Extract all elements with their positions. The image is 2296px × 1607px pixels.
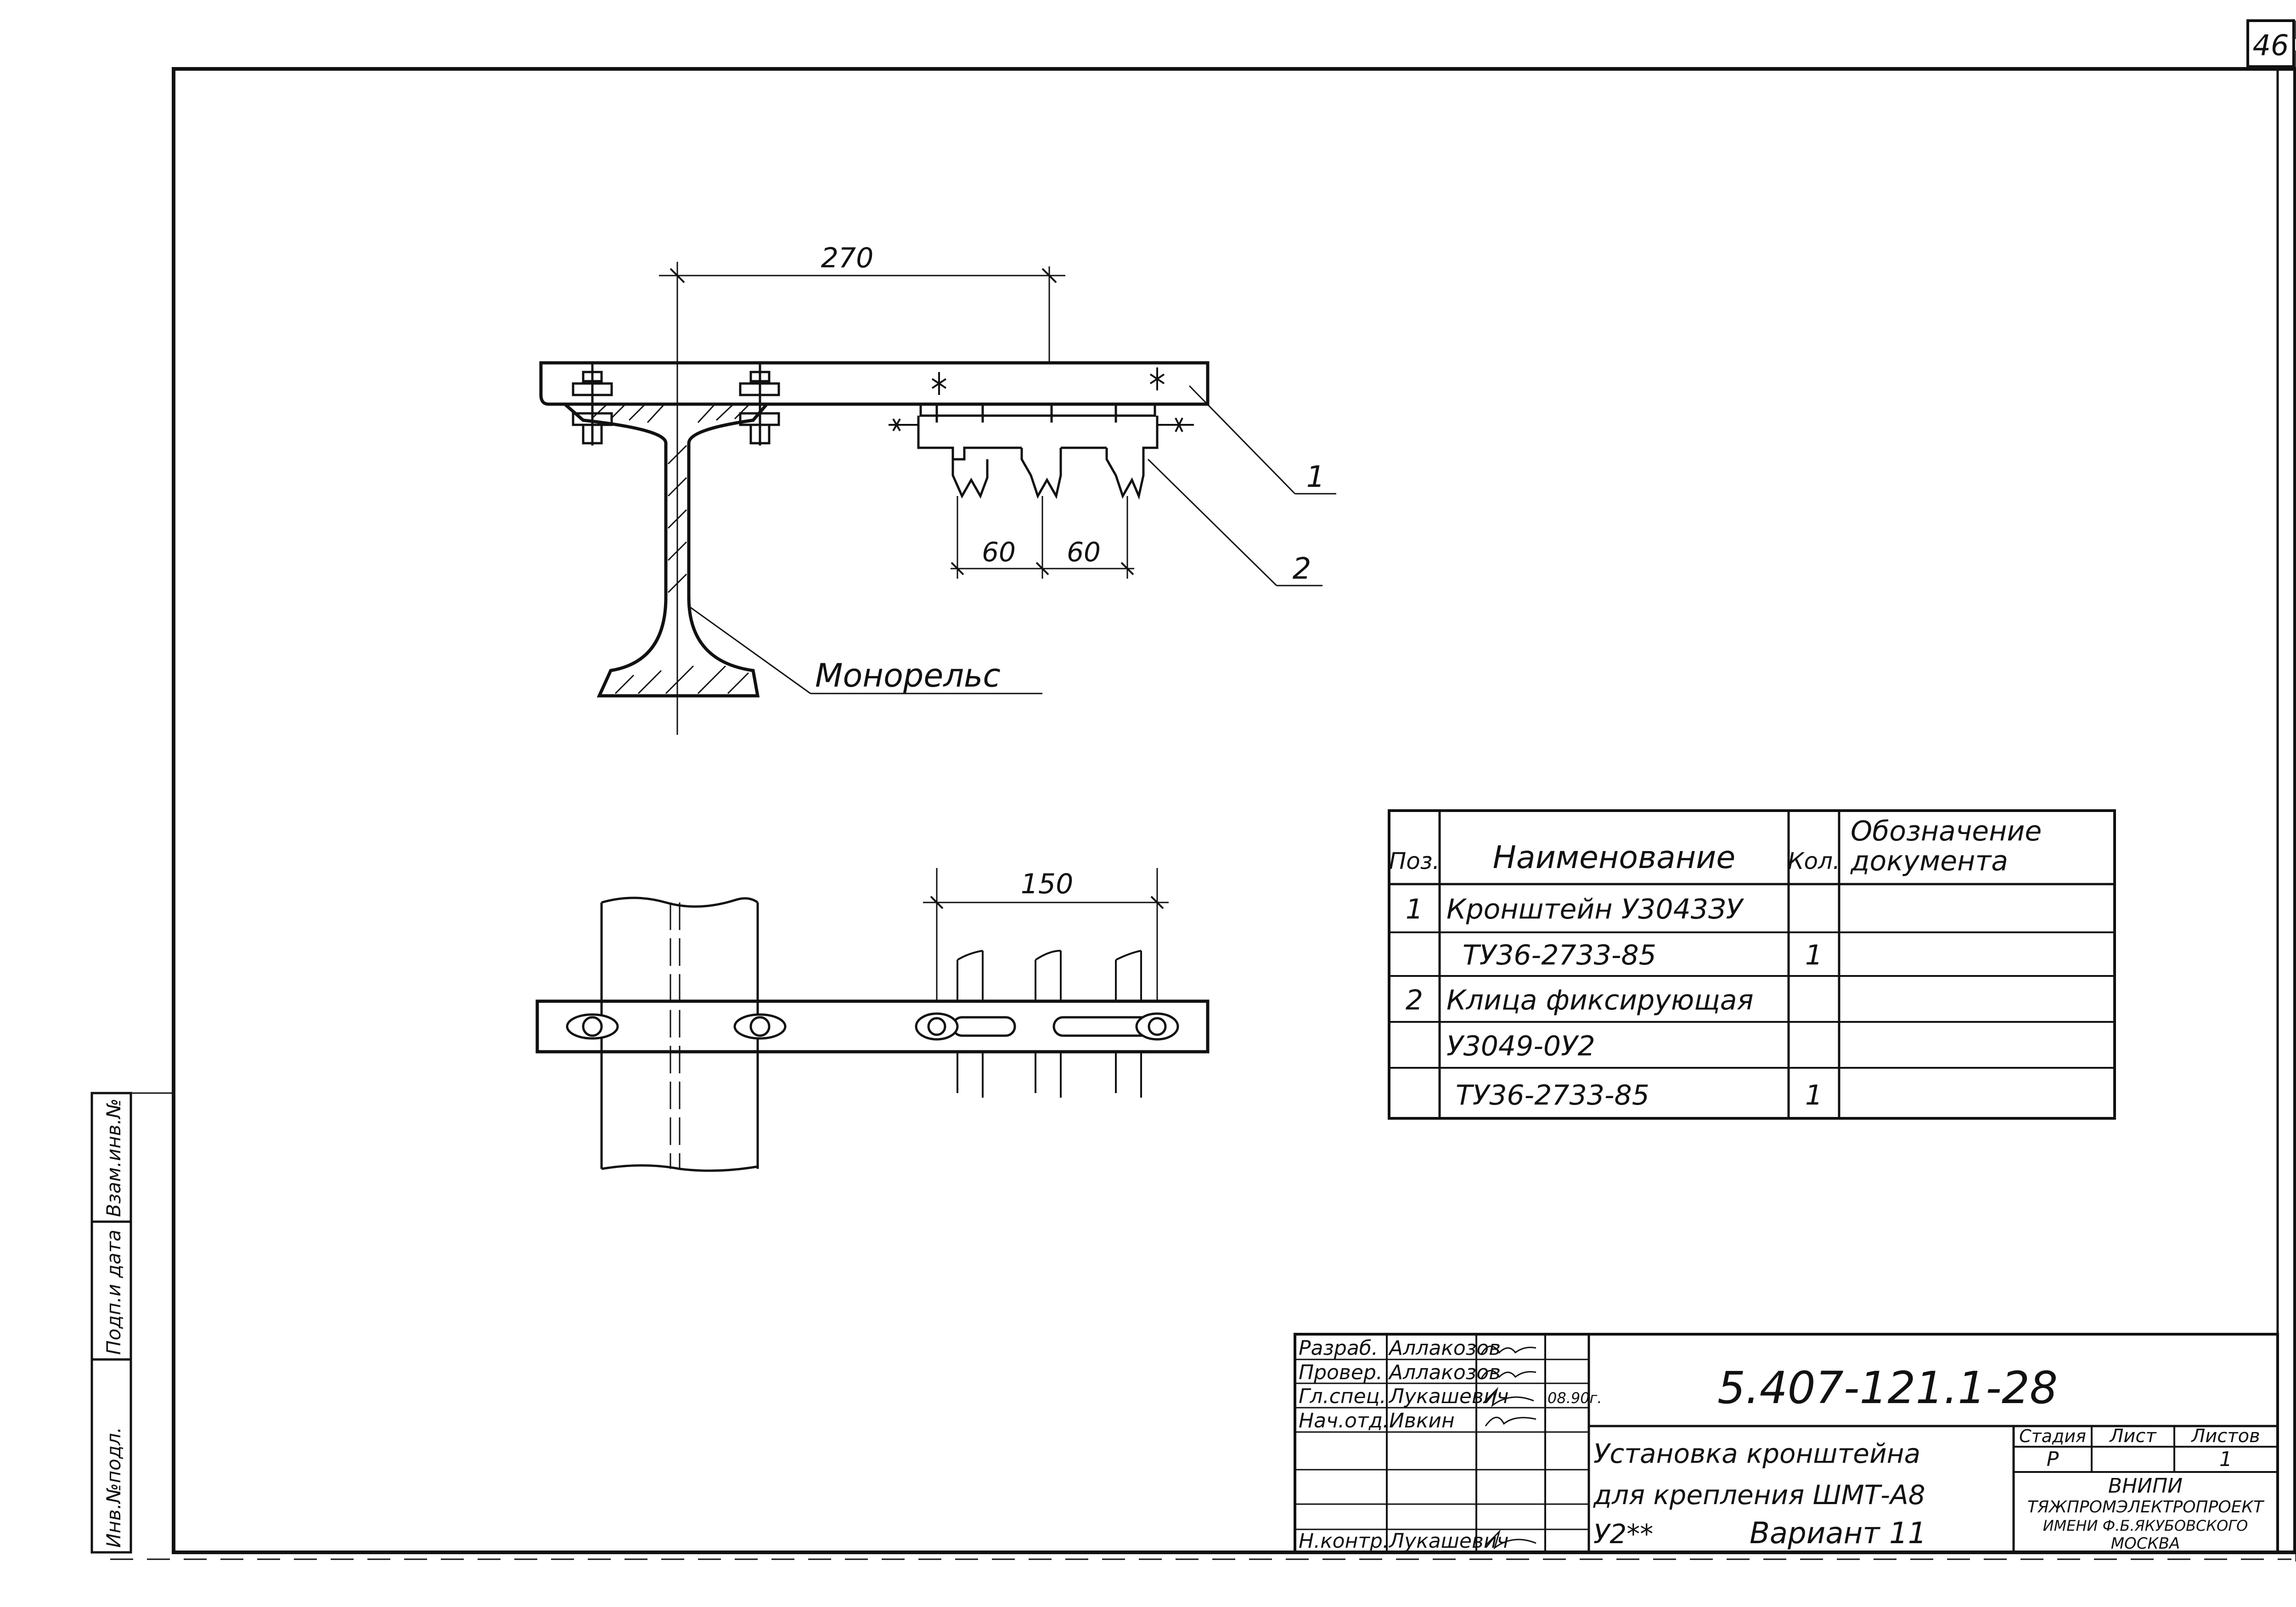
sign-date-label: Подп.и дата	[102, 1229, 125, 1355]
sheets-header: Листов	[2190, 1426, 2260, 1447]
title-line-3-left: У2**	[1593, 1518, 1653, 1550]
title-line-3-right: Вариант 11	[1750, 1517, 1926, 1551]
role-row: Разраб. Аллакозов	[1299, 1336, 1501, 1360]
role-label: Провер.	[1299, 1361, 1383, 1384]
org-line-2: ТЯЖПРОМЭЛЕКТРОПРОЕКТ	[2027, 1498, 2265, 1517]
title-line-2: для крепления ШМТ-А8	[1593, 1479, 1925, 1511]
table-row: ТУ36-2733-85 1	[1463, 939, 1823, 971]
callout-1: 1	[1188, 385, 1336, 495]
role-row: Нач.отд. Ивкин	[1299, 1409, 1455, 1432]
side-stamp: Взам.инв.№ Подп.и дата Инв.№подл.	[90, 1092, 174, 1554]
role-person: Аллакозов	[1388, 1361, 1501, 1384]
dimension-270: 270	[659, 242, 1065, 363]
dimension-60-left: 60	[982, 536, 1016, 568]
callout-2: 2	[1147, 458, 1322, 586]
bolt-left	[572, 363, 613, 445]
table-row: У3049-0У2	[1446, 1030, 1595, 1062]
sheet-header: Лист	[2109, 1426, 2157, 1447]
cable-clips	[917, 404, 1159, 500]
th-name: Наименование	[1493, 840, 1735, 876]
role-person: Ивкин	[1389, 1409, 1455, 1432]
callout-1-label: 1	[1306, 460, 1325, 494]
table-row: 2 Клица фиксирующая	[1406, 984, 1754, 1016]
callout-2-label: 2	[1293, 552, 1311, 586]
inv-orig-label: Инв.№подл.	[102, 1427, 125, 1548]
role-row: Н.контр. Лукашевич	[1299, 1529, 1509, 1553]
role-label: Гл.спец.	[1299, 1385, 1386, 1408]
role-label: Нач.отд.	[1299, 1409, 1389, 1432]
spec-table: Поз. Наименование Кол. Обозначение докум…	[1388, 809, 2116, 1120]
signatures	[1480, 1345, 1536, 1550]
dimension-150-label: 150	[1021, 868, 1074, 900]
stage-header: Стадия	[2019, 1426, 2086, 1446]
row-pos: 2	[1406, 984, 1423, 1016]
document-code: 5.407-121.1-28	[1717, 1362, 2058, 1414]
role-label: Разраб.	[1299, 1336, 1378, 1360]
weld-marks	[889, 367, 1194, 432]
sheet-number: 46	[2253, 28, 2289, 62]
plan-view: 150	[535, 868, 1210, 1172]
plan-bolts	[566, 1012, 1179, 1041]
role-person: Лукашевич	[1388, 1385, 1509, 1408]
role-row: Гл.спец. Лукашевич	[1299, 1385, 1509, 1408]
sheet-frame	[110, 21, 2296, 1562]
role-row: Провер. Аллакозов	[1299, 1361, 1501, 1384]
role-person: Аллакозов	[1388, 1336, 1501, 1360]
monorail-label: Монорельс	[815, 657, 1001, 694]
dimension-pitch: 60 60	[951, 496, 1134, 579]
th-doc-1: Обозначение	[1851, 815, 2042, 847]
table-row: 1 Кронштейн У3043ЗУ	[1406, 893, 1745, 925]
dimension-270-label: 270	[821, 242, 874, 274]
section-view: 270 60 60 1 2 Монорельс	[539, 242, 1336, 735]
th-pos: Поз.	[1389, 848, 1440, 874]
date-label: 08.90г.	[1548, 1389, 1602, 1407]
row-pos: 1	[1406, 893, 1423, 925]
row-name: У3049-0У2	[1446, 1030, 1595, 1062]
table-row: ТУ36-2733-85 1	[1456, 1079, 1823, 1111]
bolt-right	[739, 363, 780, 445]
th-doc-2: документа	[1850, 845, 2008, 877]
row-qty: 1	[1805, 1079, 1823, 1111]
cable-stubs	[957, 950, 1142, 1098]
org-line-4: МОСКВА	[2111, 1534, 2180, 1553]
org-line-1: ВНИПИ	[2108, 1474, 2183, 1498]
row-name: Клица фиксирующая	[1446, 984, 1754, 1016]
replace-inv-label: Взам.инв.№	[102, 1099, 125, 1217]
role-label: Н.контр.	[1299, 1529, 1389, 1553]
sheet-number-box: 46	[2246, 19, 2295, 68]
title-line-1: Установка кронштейна	[1593, 1438, 1920, 1469]
row-qty: 1	[1805, 939, 1823, 971]
beam-hatch	[591, 404, 749, 694]
sheets-value: 1	[2219, 1448, 2232, 1471]
row-name: Кронштейн У3043ЗУ	[1446, 893, 1744, 925]
role-person: Лукашевич	[1388, 1529, 1509, 1553]
callout-monorail: Монорельс	[688, 605, 1042, 694]
title-block: Разраб. Аллакозов Провер. Аллакозов Гл.с…	[1294, 1333, 2279, 1554]
row-name: ТУ36-2733-85	[1456, 1079, 1649, 1111]
dimension-60-right: 60	[1067, 536, 1101, 568]
th-qty: Кол.	[1788, 848, 1840, 874]
org-line-3: ИМЕНИ Ф.Б.ЯКУБОВСКОГО	[2043, 1517, 2248, 1534]
dimension-150: 150	[923, 868, 1169, 1001]
row-name: ТУ36-2733-85	[1463, 939, 1656, 971]
stage-value: Р	[2047, 1448, 2059, 1471]
